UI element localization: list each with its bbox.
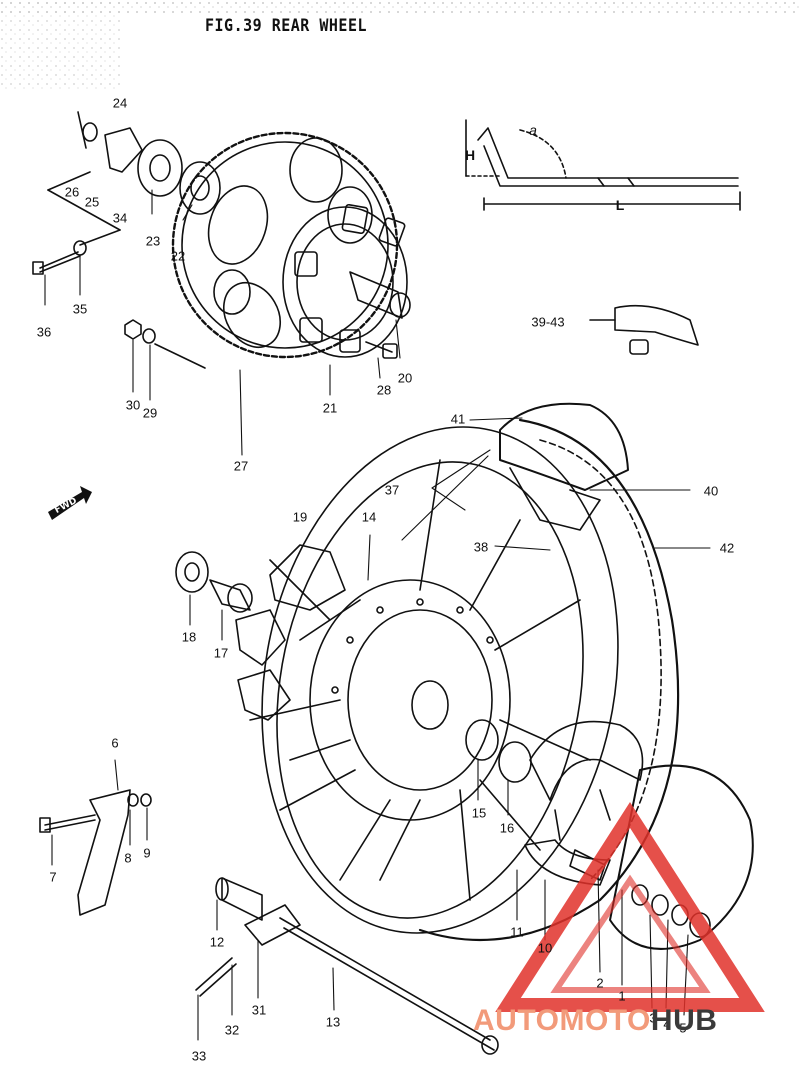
callout-33: 33	[191, 1048, 207, 1064]
callout-4: 4	[663, 1016, 671, 1032]
callout-41: 41	[450, 411, 466, 427]
callout-2: 2	[596, 975, 604, 991]
scan-noise	[0, 0, 800, 14]
torque-link	[589, 304, 699, 355]
callout-14: 14	[361, 509, 377, 525]
callout-5: 5	[679, 1020, 687, 1036]
brake-lever	[39, 789, 152, 916]
forward-arrow-icon	[48, 486, 92, 520]
watermark-part2: HUB	[650, 1004, 718, 1037]
sprocket-carrier	[282, 203, 411, 359]
callout-12: 12	[209, 934, 225, 950]
rear-wheel	[249, 418, 680, 942]
axle-assembly	[195, 877, 499, 1055]
scan-noise-corner	[0, 0, 120, 90]
callout-18: 18	[181, 629, 197, 645]
callout-36: 36	[36, 324, 52, 340]
callout-16: 16	[499, 820, 515, 836]
rear-sprocket	[171, 131, 399, 359]
callout-3: 3	[649, 1010, 657, 1026]
callout-22: 22	[170, 248, 186, 264]
chain-adjuster-inset	[465, 119, 741, 211]
callout-27: 27	[233, 458, 249, 474]
dimension-angle: a	[529, 122, 537, 138]
callout-42: 42	[719, 540, 735, 556]
callout-26: 26	[64, 184, 80, 200]
callout-24: 24	[112, 95, 128, 111]
callout-39-43: 39-43	[531, 314, 565, 330]
callout-23: 23	[145, 233, 161, 249]
bearing-18-spacer-17	[175, 551, 253, 613]
callout-1: 1	[618, 988, 626, 1004]
callout-31: 31	[251, 1002, 267, 1018]
nut-30-washer-29	[124, 319, 206, 369]
callout-37: 37	[384, 482, 400, 498]
watermark-logo-triangle	[495, 802, 765, 1012]
damper-rubbers	[235, 544, 346, 721]
callout-20: 20	[397, 370, 413, 386]
callout-13: 13	[325, 1014, 341, 1030]
callout-25: 25	[84, 194, 100, 210]
callout-15: 15	[471, 805, 487, 821]
callout-34: 34	[112, 210, 128, 226]
figure-title: FIG.39 REAR WHEEL	[205, 14, 368, 36]
dimension-h: H	[464, 147, 476, 163]
bolt-36	[32, 240, 87, 275]
callout-8: 8	[124, 850, 132, 866]
callout-11: 11	[510, 924, 524, 940]
callout-17: 17	[213, 645, 229, 661]
brake-shoes	[524, 720, 644, 886]
watermark-part1: AUTOMOTO	[473, 1004, 651, 1037]
callout-21: 21	[322, 400, 338, 416]
callout-9: 9	[143, 845, 151, 861]
callout-32: 32	[224, 1022, 240, 1038]
callout-38: 38	[473, 539, 489, 555]
callout-28: 28	[376, 382, 392, 398]
mudguard	[499, 402, 629, 531]
callout-19: 19	[292, 509, 308, 525]
callout-6: 6	[111, 735, 119, 751]
watermark-text: AUTOMOTOHUB	[473, 1004, 717, 1038]
callout-30: 30	[125, 397, 141, 413]
dimension-l: L	[615, 197, 625, 213]
callout-7: 7	[49, 869, 57, 885]
callout-40: 40	[703, 483, 719, 499]
upper-left-bearings	[47, 111, 221, 246]
leader-lines	[44, 189, 711, 1041]
callout-29: 29	[142, 405, 158, 421]
callout-10: 10	[537, 940, 553, 956]
callout-35: 35	[72, 301, 88, 317]
